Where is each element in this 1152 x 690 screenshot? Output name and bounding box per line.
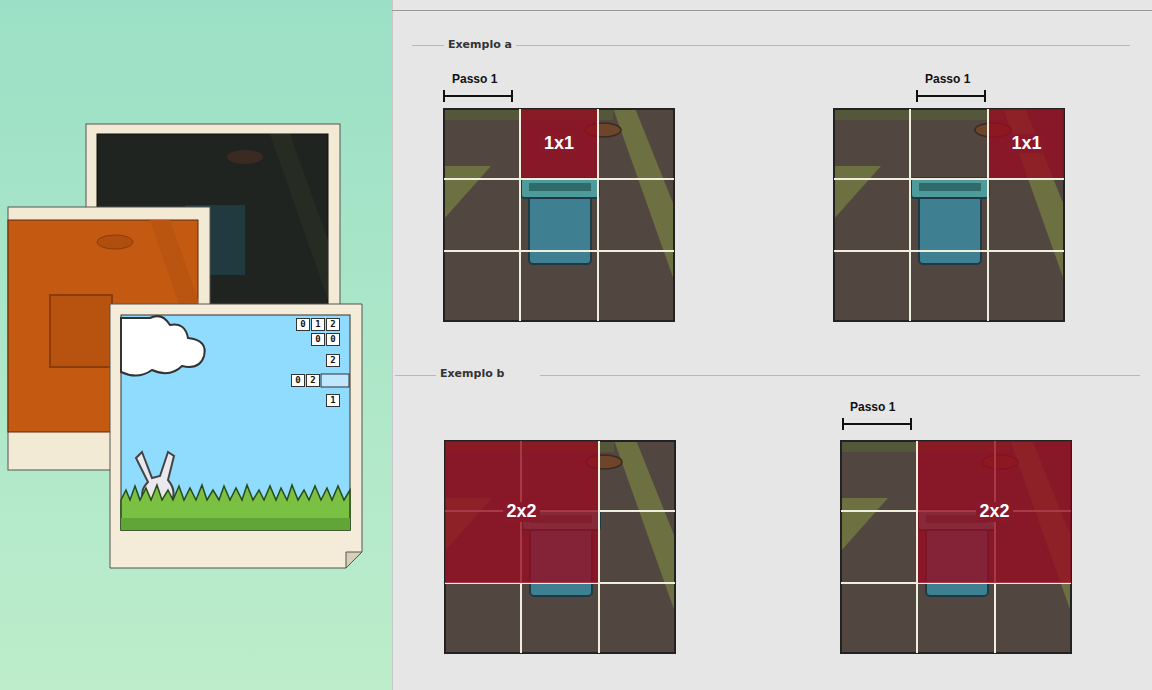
step-label: Passo 1 — [925, 72, 970, 86]
clue-number: 2 — [310, 376, 315, 385]
clue-cell: 0 — [326, 333, 340, 346]
clue-cell: 2 — [326, 318, 340, 331]
group-title: Exemplo b — [436, 367, 508, 380]
clue-number: 1 — [330, 396, 335, 405]
clue-cell: 0 — [291, 374, 305, 387]
clue-number: 2 — [330, 320, 335, 329]
size-label: 2x2 — [976, 502, 1012, 522]
step-label: Passo 1 — [850, 400, 895, 414]
clue-number: 2 — [330, 356, 335, 365]
selection-overlay: 1x1 — [521, 109, 597, 178]
clue-number: 0 — [315, 335, 320, 344]
clue-cell: 2 — [326, 354, 340, 367]
clue-cell: 1 — [311, 318, 325, 331]
clue-number: 0 — [300, 320, 305, 329]
clue-cell: 2 — [306, 374, 320, 387]
clue-cell: 1 — [326, 394, 340, 407]
size-label: 1x1 — [541, 134, 577, 154]
size-label: 1x1 — [1008, 134, 1044, 154]
clue-number: 1 — [315, 320, 320, 329]
step-label: Passo 1 — [452, 72, 497, 86]
clue-number: 0 — [330, 335, 335, 344]
clue-cell: 0 — [311, 333, 325, 346]
clue-cell: 0 — [296, 318, 310, 331]
selection-overlay: 1x1 — [989, 109, 1064, 178]
group-title: Exemplo a — [444, 38, 516, 51]
clue-number: 0 — [295, 376, 300, 385]
selection-overlay: 2x2 — [445, 441, 598, 583]
selection-overlay: 2x2 — [918, 441, 1071, 583]
size-label: 2x2 — [503, 502, 539, 522]
